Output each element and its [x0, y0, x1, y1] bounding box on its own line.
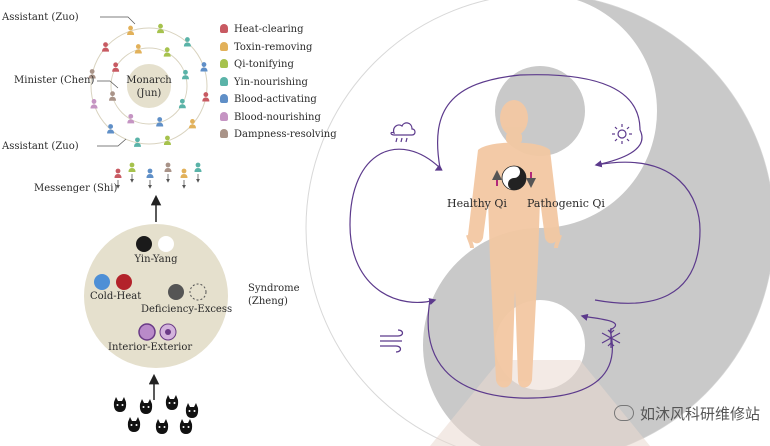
legend-item: Qi-tonifying [220, 59, 294, 70]
rain-cloud-icon [390, 122, 416, 143]
herb-person-icon [220, 24, 228, 33]
snowflake-icon [601, 328, 621, 348]
wind-icon [380, 329, 404, 353]
devil-icon [179, 419, 193, 434]
herb-person-icons [88, 23, 210, 147]
legend-item: Blood-nourishing [220, 111, 321, 123]
legend-label: Dampness-resolving [234, 129, 337, 140]
herb-person-icon [102, 42, 110, 52]
herb-person-icon [157, 23, 165, 34]
herb-person-icon [200, 62, 208, 72]
monarch-label: Monarch [126, 75, 172, 86]
watermark: 如沐风科研维修站 [613, 403, 760, 424]
herb-person-icon [183, 37, 191, 47]
herb-person-icon [156, 117, 164, 127]
wechat-icon [613, 405, 634, 421]
deficiency-excess-label: Deficiency-Excess [141, 304, 233, 315]
qi-arrows [492, 170, 536, 188]
herb-person-icon [107, 124, 115, 134]
herb-person-icon [128, 162, 136, 172]
legend-item: Yin-nourishing [220, 76, 308, 88]
herb-person-icon [194, 162, 202, 172]
yin-yang-dots [136, 236, 174, 252]
assistant-bottom-label: Assistant (Zuo) [2, 141, 79, 152]
legend-item: Dampness-resolving [220, 129, 337, 140]
herb-person-icon [181, 69, 189, 80]
formula-rings [90, 27, 208, 145]
pathogenic-qi-label: Pathogenic Qi [527, 197, 605, 210]
minister-label: Minister (Chen) [14, 75, 95, 86]
herb-person-icon [112, 62, 120, 72]
qi-flow-loops [349, 74, 701, 399]
legend-label: Blood-nourishing [234, 111, 321, 123]
legend-item: Heat-clearing [220, 24, 304, 35]
herb-person-icon [220, 94, 228, 103]
pathogen-devil-icons [113, 395, 199, 434]
human-body-figure [466, 100, 562, 388]
legend-item: Toxin-removing [220, 41, 313, 53]
interior-exterior-label: Interior-Exterior [108, 342, 193, 353]
legend-label: Qi-tonifying [234, 59, 294, 70]
legend-label: Heat-clearing [234, 24, 304, 35]
devil-icon [185, 403, 199, 418]
herb-person-icon [202, 92, 210, 102]
herb-person-icon [220, 111, 228, 121]
herb-person-icon [163, 135, 171, 145]
herb-person-icon [90, 99, 98, 109]
herb-person-icon [114, 168, 122, 178]
legend-label: Blood-activating [234, 94, 317, 105]
monarch-sub-label: (Jun) [136, 88, 162, 99]
cold-heat-label: Cold-Heat [90, 291, 142, 302]
interior-exterior-dots [138, 323, 177, 341]
legend-label: Toxin-removing [234, 41, 313, 53]
herb-person-icon [220, 129, 228, 138]
devil-icon [127, 417, 141, 432]
herb-person-icon [164, 162, 172, 172]
formula-leaders [97, 16, 136, 147]
syndrome-disk [84, 224, 228, 368]
healthy-qi-label: Healthy Qi [447, 197, 507, 210]
herb-person-icon [133, 137, 141, 147]
herb-person-icon [88, 69, 96, 79]
yin-yang-label: Yin-Yang [134, 254, 178, 265]
monarch-circle [127, 64, 171, 108]
messenger-herbs [114, 162, 202, 189]
herb-person-icon [134, 44, 142, 54]
syndrome-title: Syndrome [248, 283, 300, 294]
devil-icon [165, 395, 179, 410]
syndrome-sub-title: (Zheng) [248, 296, 288, 307]
legend-label: Yin-nourishing [234, 76, 308, 88]
sun-icon [612, 124, 632, 144]
devil-icon [139, 399, 153, 414]
herb-person-icon [146, 168, 154, 178]
herb-person-icon [109, 91, 117, 101]
herb-person-icon [127, 113, 135, 124]
herb-person-icon [180, 168, 188, 178]
assistant-top-label: Assistant (Zuo) [2, 12, 79, 23]
herb-person-icon [220, 41, 228, 51]
herb-person-icon [220, 59, 228, 68]
deficiency-excess-dots [168, 283, 207, 301]
herb-person-icon [163, 47, 171, 57]
messenger-label: Messenger (Shi) [34, 183, 118, 194]
cold-heat-dots [94, 274, 132, 290]
legend-item: Blood-activating [220, 94, 317, 105]
herb-person-icon [188, 119, 196, 129]
watermark-text: 如沐风科研维修站 [639, 405, 760, 423]
herb-person-icon [178, 98, 186, 109]
devil-icon [155, 419, 169, 434]
yin-yang-icon [501, 165, 527, 191]
herb-person-icon [127, 25, 135, 36]
herb-person-icon [220, 76, 228, 86]
devil-icon [113, 397, 127, 412]
